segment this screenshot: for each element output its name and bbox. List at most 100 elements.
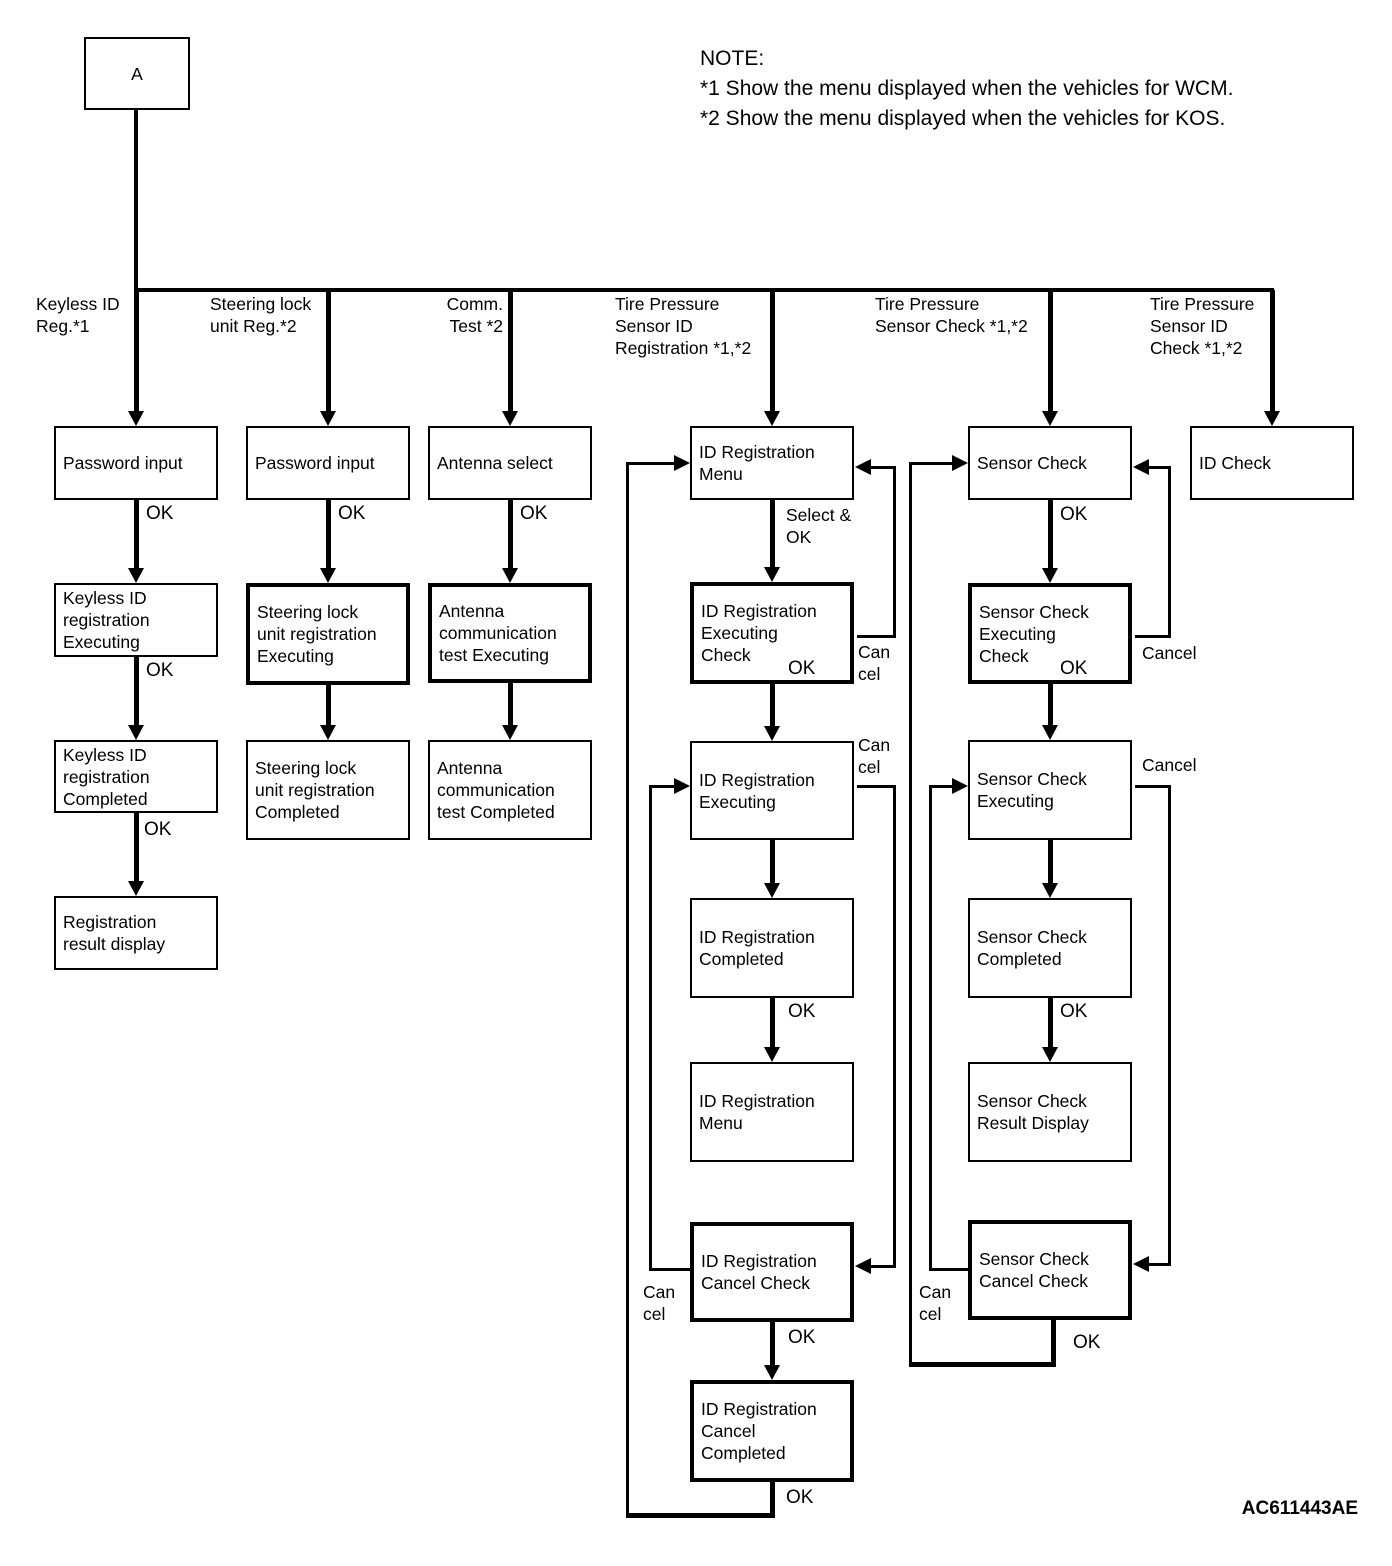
flow-arrow	[770, 1322, 775, 1366]
box-antenna-test-executing: Antenna communication test Executing	[428, 583, 592, 683]
select-and-ok-label: Select & OK	[786, 505, 852, 547]
arrowhead-down-icon	[1042, 568, 1058, 583]
box-id-registration-executing-check: ID Registration Executing Check	[690, 582, 854, 684]
flow-arrow	[508, 500, 513, 569]
header-tps-id-check: Tire Pressure Sensor ID Check *1,*2	[1150, 294, 1255, 358]
arrowhead-down-icon	[128, 725, 144, 740]
flow-arrow	[770, 684, 775, 727]
cancel-label: Cancel	[1142, 755, 1197, 775]
arrowhead-right-icon	[952, 455, 968, 471]
box-id-registration-menu-return: ID Registration Menu	[690, 1062, 854, 1162]
arrowhead-down-icon	[320, 411, 336, 426]
box-sensor-check-executing: Sensor Check Executing	[968, 740, 1132, 840]
arrowhead-down-icon	[764, 726, 780, 741]
box-id-registration-menu: ID Registration Menu	[690, 426, 854, 500]
arrowhead-down-icon	[128, 881, 144, 896]
note-block: NOTE: *1 Show the menu displayed when th…	[700, 44, 1233, 134]
header-tps-id-registration: Tire Pressure Sensor ID Registration *1,…	[615, 294, 752, 358]
arrowhead-down-icon	[764, 1365, 780, 1380]
cancel-return-line	[929, 785, 932, 1271]
box-id-registration-cancel-check: ID Registration Cancel Check	[690, 1222, 854, 1322]
note-title: NOTE:	[700, 47, 765, 70]
arrowhead-down-icon	[502, 725, 518, 740]
cancel-route-line	[871, 1265, 895, 1268]
arrowhead-down-icon	[1042, 1047, 1058, 1062]
flow-arrow	[770, 840, 775, 884]
ok-label: OK	[338, 503, 366, 524]
flow-arrow	[1048, 684, 1053, 726]
start-connector-box: A	[84, 37, 190, 110]
box-password-input-steering: Password input	[246, 426, 410, 500]
loop-line-to-menu	[627, 462, 675, 465]
box-keyless-registration-completed: Keyless ID registration Completed	[54, 740, 218, 813]
cancel-return-line	[893, 466, 896, 638]
loop-line-to-menu	[910, 462, 953, 465]
start-connector-label: A	[131, 63, 143, 84]
box-sensor-check-result-display: Sensor Check Result Display	[968, 1062, 1132, 1162]
ok-label: OK	[520, 503, 548, 524]
cancel-return-line	[649, 785, 652, 1271]
ok-label: OK	[788, 1001, 816, 1022]
trunk-line	[134, 110, 138, 290]
arrowhead-left-icon	[855, 1258, 871, 1274]
cancel-return-line	[650, 785, 676, 788]
flow-arrow	[134, 500, 139, 569]
ok-label: OK	[1060, 504, 1088, 525]
arrowhead-left-icon	[1133, 459, 1149, 475]
ok-label: OK	[146, 503, 174, 524]
cancel-return-line	[650, 1268, 690, 1271]
arrowhead-right-icon	[674, 778, 690, 794]
header-steering-lock-reg: Steering lock unit Reg.*2	[210, 294, 312, 336]
loop-line-to-menu	[626, 462, 629, 1518]
flow-arrow	[1048, 840, 1053, 884]
box-steering-registration-executing: Steering lock unit registration Executin…	[246, 583, 410, 685]
arrowhead-down-icon	[764, 883, 780, 898]
ok-exit-line	[910, 1362, 1056, 1367]
ok-label: OK	[146, 660, 174, 681]
flow-arrow	[134, 657, 139, 726]
box-registration-result-display: Registration result display	[54, 896, 218, 970]
loop-line-to-menu	[909, 462, 912, 1367]
cancel-exit-line	[857, 785, 895, 788]
drop-arrow-id-registration	[770, 290, 775, 412]
cancel-label: Can cel	[858, 642, 891, 684]
cancel-return-line	[1149, 466, 1171, 469]
arrowhead-down-icon	[1264, 411, 1280, 426]
flow-arrow	[326, 500, 331, 569]
box-sensor-check-cancel-check: Sensor Check Cancel Check	[968, 1220, 1132, 1320]
cancel-route-line	[1149, 1263, 1171, 1266]
ok-label: OK	[1060, 1001, 1088, 1022]
arrowhead-left-icon	[1133, 1256, 1149, 1272]
flow-arrow	[1048, 998, 1053, 1048]
drop-arrow-steering	[326, 290, 331, 412]
arrowhead-down-icon	[502, 411, 518, 426]
arrowhead-down-icon	[1042, 725, 1058, 740]
header-tps-sensor-check: Tire Pressure Sensor Check *1,*2	[875, 294, 1028, 336]
flow-arrow	[1048, 500, 1053, 569]
box-keyless-registration-executing: Keyless ID registration Executing	[54, 583, 218, 657]
arrowhead-down-icon	[764, 1047, 780, 1062]
cancel-label: Can cel	[858, 735, 891, 777]
drop-arrow-sensor-check	[1048, 290, 1053, 412]
arrowhead-right-icon	[952, 778, 968, 794]
cancel-label: Can cel	[643, 1282, 676, 1324]
arrowhead-down-icon	[1042, 411, 1058, 426]
ok-label: OK	[788, 1327, 816, 1348]
cancel-return-line	[1168, 466, 1171, 638]
distribution-line	[134, 288, 1274, 292]
note-item-2: *2 Show the menu displayed when the vehi…	[700, 107, 1226, 130]
arrowhead-down-icon	[128, 568, 144, 583]
cancel-exit-line	[857, 635, 895, 638]
header-comm-test: Comm. Test *2	[446, 294, 503, 336]
note-item-1: *1 Show the menu displayed when the vehi…	[700, 77, 1234, 100]
drop-arrow-id-check	[1270, 290, 1275, 412]
cancel-return-line	[930, 785, 954, 788]
ok-label: OK	[786, 1487, 814, 1508]
figure-code: AC611443AE	[1241, 1498, 1358, 1519]
cancel-exit-line	[1135, 635, 1171, 638]
box-sensor-check-completed: Sensor Check Completed	[968, 898, 1132, 998]
arrowhead-right-icon	[674, 455, 690, 471]
box-antenna-select: Antenna select	[428, 426, 592, 500]
arrowhead-down-icon	[764, 411, 780, 426]
